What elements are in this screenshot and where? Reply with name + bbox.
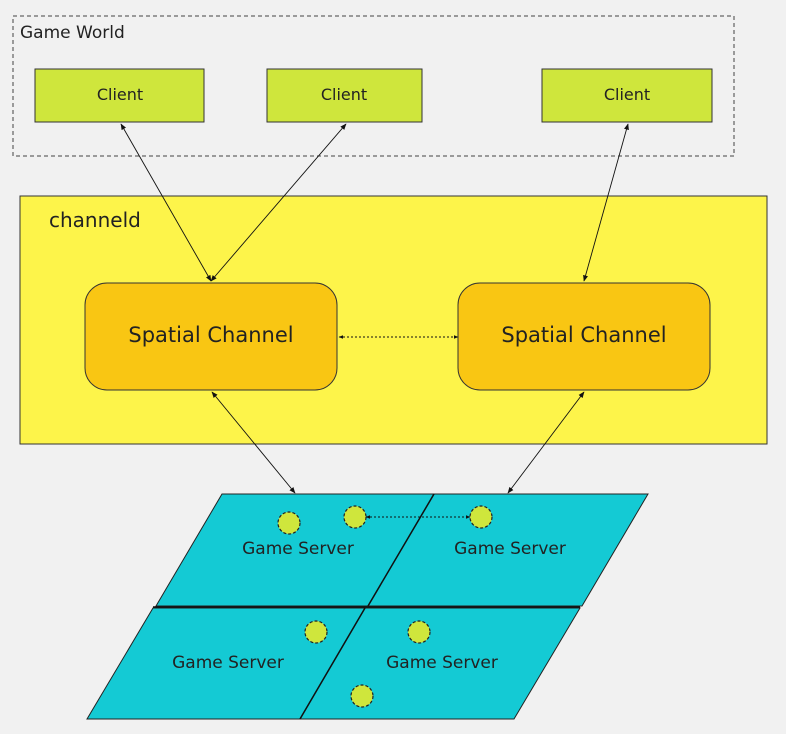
entity-circle bbox=[304, 620, 328, 644]
spatial-channel-box[interactable]: Spatial Channel bbox=[84, 282, 338, 391]
spatial-channel-label: Spatial Channel bbox=[128, 323, 293, 347]
grid-divider bbox=[299, 607, 366, 720]
channeld-group: channeld Spatial Channel Spatial Channel bbox=[19, 195, 768, 445]
game-server-label: Game Server bbox=[242, 539, 354, 559]
client-label: Client bbox=[321, 85, 367, 104]
connector-arrow bbox=[211, 391, 296, 494]
game-server-cell[interactable]: Game Server bbox=[86, 607, 366, 720]
game-world-group: Game World Client Client Client bbox=[12, 15, 735, 157]
connector-arrow bbox=[507, 391, 585, 494]
game-server-label: Game Server bbox=[454, 539, 566, 559]
connectors bbox=[120, 123, 629, 519]
client-label: Client bbox=[604, 85, 650, 104]
entity-circle bbox=[407, 620, 431, 644]
client-label: Client bbox=[97, 85, 143, 104]
channeld-label: channeld bbox=[49, 208, 141, 232]
connector-arrow bbox=[583, 123, 629, 282]
spatial-channel-label: Spatial Channel bbox=[501, 323, 666, 347]
client-box[interactable]: Client bbox=[541, 68, 713, 123]
entity-circle bbox=[469, 505, 493, 529]
game-server-grid: Game Server Game Server Game Server Game… bbox=[86, 493, 649, 720]
entity-circle bbox=[343, 505, 367, 529]
client-box[interactable]: Client bbox=[266, 68, 423, 123]
game-server-cell[interactable]: Game Server bbox=[367, 493, 649, 607]
game-server-label: Game Server bbox=[386, 653, 498, 673]
spatial-channel-box[interactable]: Spatial Channel bbox=[457, 282, 711, 391]
entity-circle bbox=[277, 511, 301, 535]
connector-arrow bbox=[210, 123, 347, 282]
connector-arrow bbox=[120, 123, 212, 282]
game-world-label: Game World bbox=[20, 23, 125, 43]
client-box[interactable]: Client bbox=[34, 68, 205, 123]
game-server-label: Game Server bbox=[172, 653, 284, 673]
game-world-box bbox=[12, 15, 735, 157]
grid-divider bbox=[367, 493, 435, 607]
entity-circle bbox=[350, 684, 374, 708]
